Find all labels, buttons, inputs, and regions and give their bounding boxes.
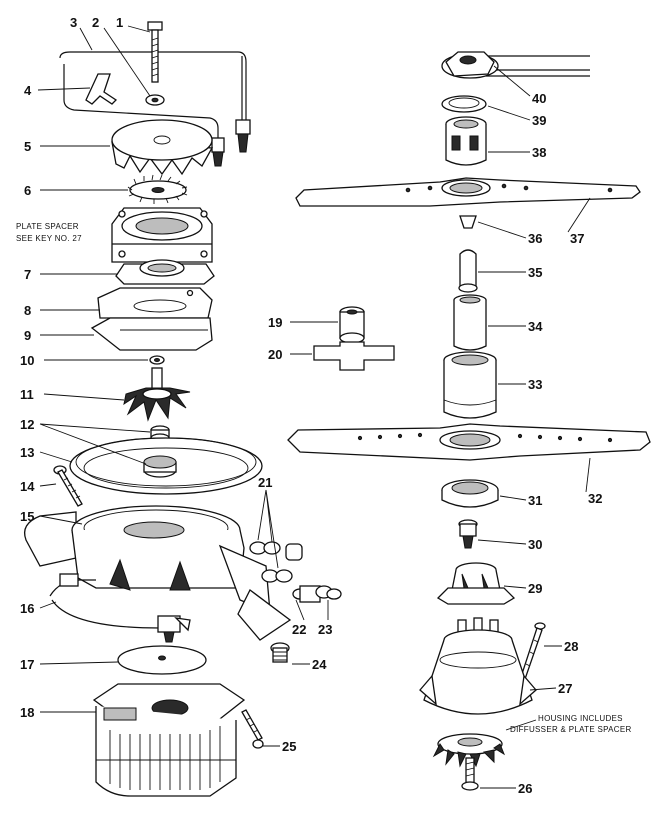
plate-spacer (111, 207, 213, 263)
part-2-washer (145, 94, 165, 106)
callout-labels: 1 2 3 4 5 6 7 8 9 10 11 12 13 14 15 16 1… (20, 15, 602, 796)
callout-31: 31 (528, 493, 542, 508)
part-34-tube (453, 294, 487, 351)
callout-4: 4 (24, 83, 32, 98)
callout-21: 21 (258, 475, 272, 490)
callout-32: 32 (588, 491, 602, 506)
part-16-strap (49, 573, 191, 643)
callout-18: 18 (20, 705, 34, 720)
callout-38: 38 (532, 145, 546, 160)
plate-spacer-note-line1: PLATE SPACER (16, 222, 79, 231)
part-22-hose (292, 585, 321, 603)
callout-6: 6 (24, 183, 31, 198)
housing-note-line2: DIFFUSSER & PLATE SPACER (510, 725, 632, 734)
callout-37: 37 (570, 231, 584, 246)
part-10-nut (149, 355, 165, 365)
callout-28: 28 (564, 639, 578, 654)
plate-spacer-note-line2: SEE KEY NO. 27 (16, 234, 82, 243)
callout-33: 33 (528, 377, 542, 392)
callout-2: 2 (92, 15, 99, 30)
part-19-cup (339, 306, 365, 344)
part-38-bearing (445, 116, 487, 166)
callout-34: 34 (528, 319, 543, 334)
callout-27: 27 (558, 681, 572, 696)
part-7-seal-plate (115, 259, 215, 285)
leader-lines (37, 25, 591, 789)
callout-8: 8 (24, 303, 31, 318)
callout-7: 7 (24, 267, 31, 282)
callout-14: 14 (20, 479, 35, 494)
part-31-seal-ring (441, 479, 499, 508)
part-40-upper-mount (441, 51, 590, 79)
part-1-bolt (147, 21, 163, 83)
callout-1: 1 (116, 15, 123, 30)
part-23-clamp (315, 585, 342, 600)
part-14-bolt (53, 465, 83, 507)
part-13-gasket (69, 437, 263, 495)
part-26-screw (461, 757, 479, 791)
callout-39: 39 (532, 113, 546, 128)
part-17-motor-disk (117, 645, 207, 675)
part-37-upper-spray-arm (295, 177, 641, 207)
callout-26: 26 (518, 781, 532, 796)
part-18-motor (92, 683, 246, 797)
callout-11: 11 (20, 387, 34, 402)
callout-17: 17 (20, 657, 34, 672)
part-28-screw (519, 622, 546, 683)
callout-23: 23 (318, 622, 332, 637)
part-24-fitting (270, 642, 290, 663)
part-32-lower-spray-arm (287, 423, 651, 461)
callout-35: 35 (528, 265, 542, 280)
part-6-gear (127, 174, 188, 204)
part-4-clip (85, 73, 118, 105)
callout-15: 15 (20, 509, 34, 524)
callout-5: 5 (24, 139, 31, 154)
part-35-tube-end (458, 249, 478, 293)
callout-30: 30 (528, 537, 542, 552)
callout-22: 22 (292, 622, 306, 637)
callout-12: 12 (20, 417, 34, 432)
part-11-impeller (123, 367, 191, 422)
callout-36: 36 (528, 231, 542, 246)
callout-20: 20 (268, 347, 282, 362)
callout-10: 10 (20, 353, 34, 368)
callout-24: 24 (312, 657, 327, 672)
part-27-housing (419, 617, 537, 715)
part-30-fitting (458, 519, 478, 549)
callout-19: 19 (268, 315, 282, 330)
callout-9: 9 (24, 328, 31, 343)
part-21-clamps (249, 541, 303, 583)
part-39-ring (441, 95, 487, 113)
part-15-pump-base (23, 505, 292, 641)
callout-29: 29 (528, 581, 542, 596)
callout-16: 16 (20, 601, 34, 616)
part-9-plate (90, 317, 213, 351)
diffuser-fan (432, 733, 506, 768)
notes: PLATE SPACER SEE KEY NO. 27 HOUSING INCL… (16, 222, 632, 734)
housing-note-line1: HOUSING INCLUDES (538, 714, 623, 723)
part-29-filter-cap (436, 562, 516, 605)
part-36-nut (459, 215, 477, 229)
part-33-sleeve (443, 351, 497, 419)
part-25-screw (241, 709, 264, 749)
callout-25: 25 (282, 739, 296, 754)
part-5-shroud (111, 119, 214, 176)
callout-40: 40 (532, 91, 546, 106)
part-8-plate (97, 287, 213, 319)
callout-3: 3 (70, 15, 77, 30)
part-3-tube (59, 51, 251, 167)
part-20-gasket (313, 341, 395, 371)
callout-13: 13 (20, 445, 34, 460)
